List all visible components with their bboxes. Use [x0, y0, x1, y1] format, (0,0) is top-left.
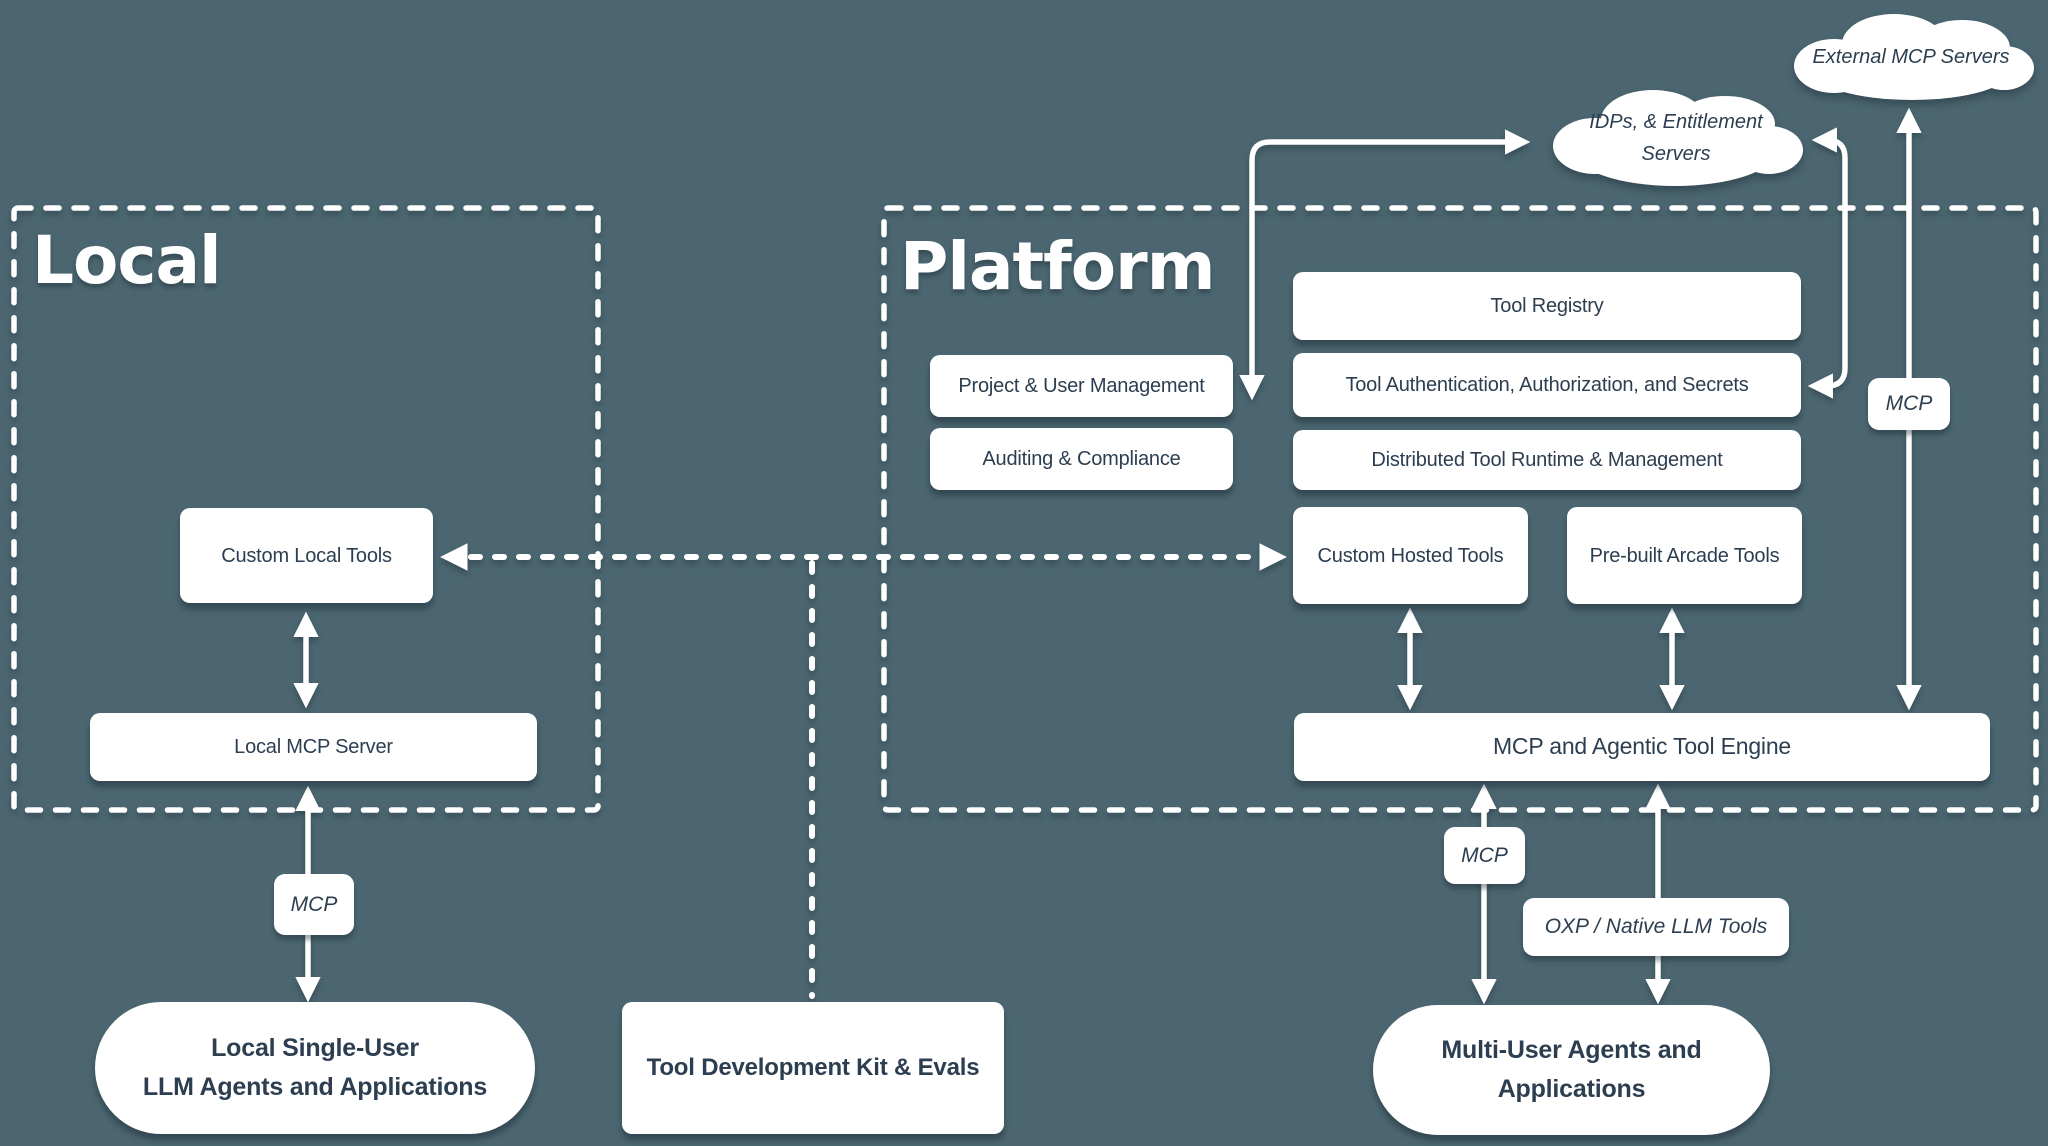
tool-registry-box: Tool Registry	[1293, 272, 1801, 340]
mcp-label-engine: MCP	[1444, 827, 1525, 884]
mcp-label-external: MCP	[1868, 378, 1950, 430]
multi-user-agents-pill: Multi-User Agents and Applications	[1373, 1005, 1770, 1135]
oxp-native-llm-tools-label: OXP / Native LLM Tools	[1523, 898, 1789, 956]
local-mcp-server-box: Local MCP Server	[90, 713, 537, 781]
local-zone-title: Local	[32, 222, 222, 299]
idps-entitlement-cloud: IDPs, & Entitlement Servers	[1545, 82, 1807, 194]
custom-hosted-tools-box: Custom Hosted Tools	[1293, 507, 1528, 604]
external-mcp-servers-cloud: External MCP Servers	[1782, 6, 2040, 108]
cloud-shape	[1553, 90, 1803, 186]
auditing-compliance-box: Auditing & Compliance	[930, 428, 1233, 490]
multi-user-line1: Multi-User Agents and	[1441, 1036, 1702, 1065]
idps-label-line2: Servers	[1641, 143, 1711, 165]
multi-user-line2: Applications	[1497, 1075, 1646, 1103]
connector-idpscloud-toolauth	[1807, 127, 1848, 399]
idps-label-line1: IDPs, & Entitlement	[1589, 111, 1763, 133]
mcp-label-local: MCP	[274, 874, 354, 935]
external-mcp-servers-label: External MCP Servers	[1812, 46, 2010, 68]
distributed-runtime-box: Distributed Tool Runtime & Management	[1293, 430, 1801, 490]
local-agents-line2: LLM Agents and Applications	[142, 1073, 488, 1101]
cloud-shape	[1794, 14, 2034, 100]
platform-zone-title: Platform	[900, 228, 1215, 305]
project-user-management-box: Project & User Management	[930, 355, 1233, 417]
tool-authentication-box: Tool Authentication, Authorization, and …	[1293, 353, 1801, 417]
tool-dev-kit-box: Tool Development Kit & Evals	[622, 1002, 1004, 1134]
prebuilt-arcade-tools-box: Pre-built Arcade Tools	[1567, 507, 1802, 604]
connector-projectmgmt-idpscloud	[1239, 129, 1531, 401]
custom-local-tools-box: Custom Local Tools	[180, 508, 433, 603]
local-agents-pill: Local Single-User LLM Agents and Applica…	[95, 1002, 535, 1134]
mcp-agentic-tool-engine-box: MCP and Agentic Tool Engine	[1294, 713, 1990, 781]
local-agents-line1: Local Single-User	[211, 1034, 419, 1063]
